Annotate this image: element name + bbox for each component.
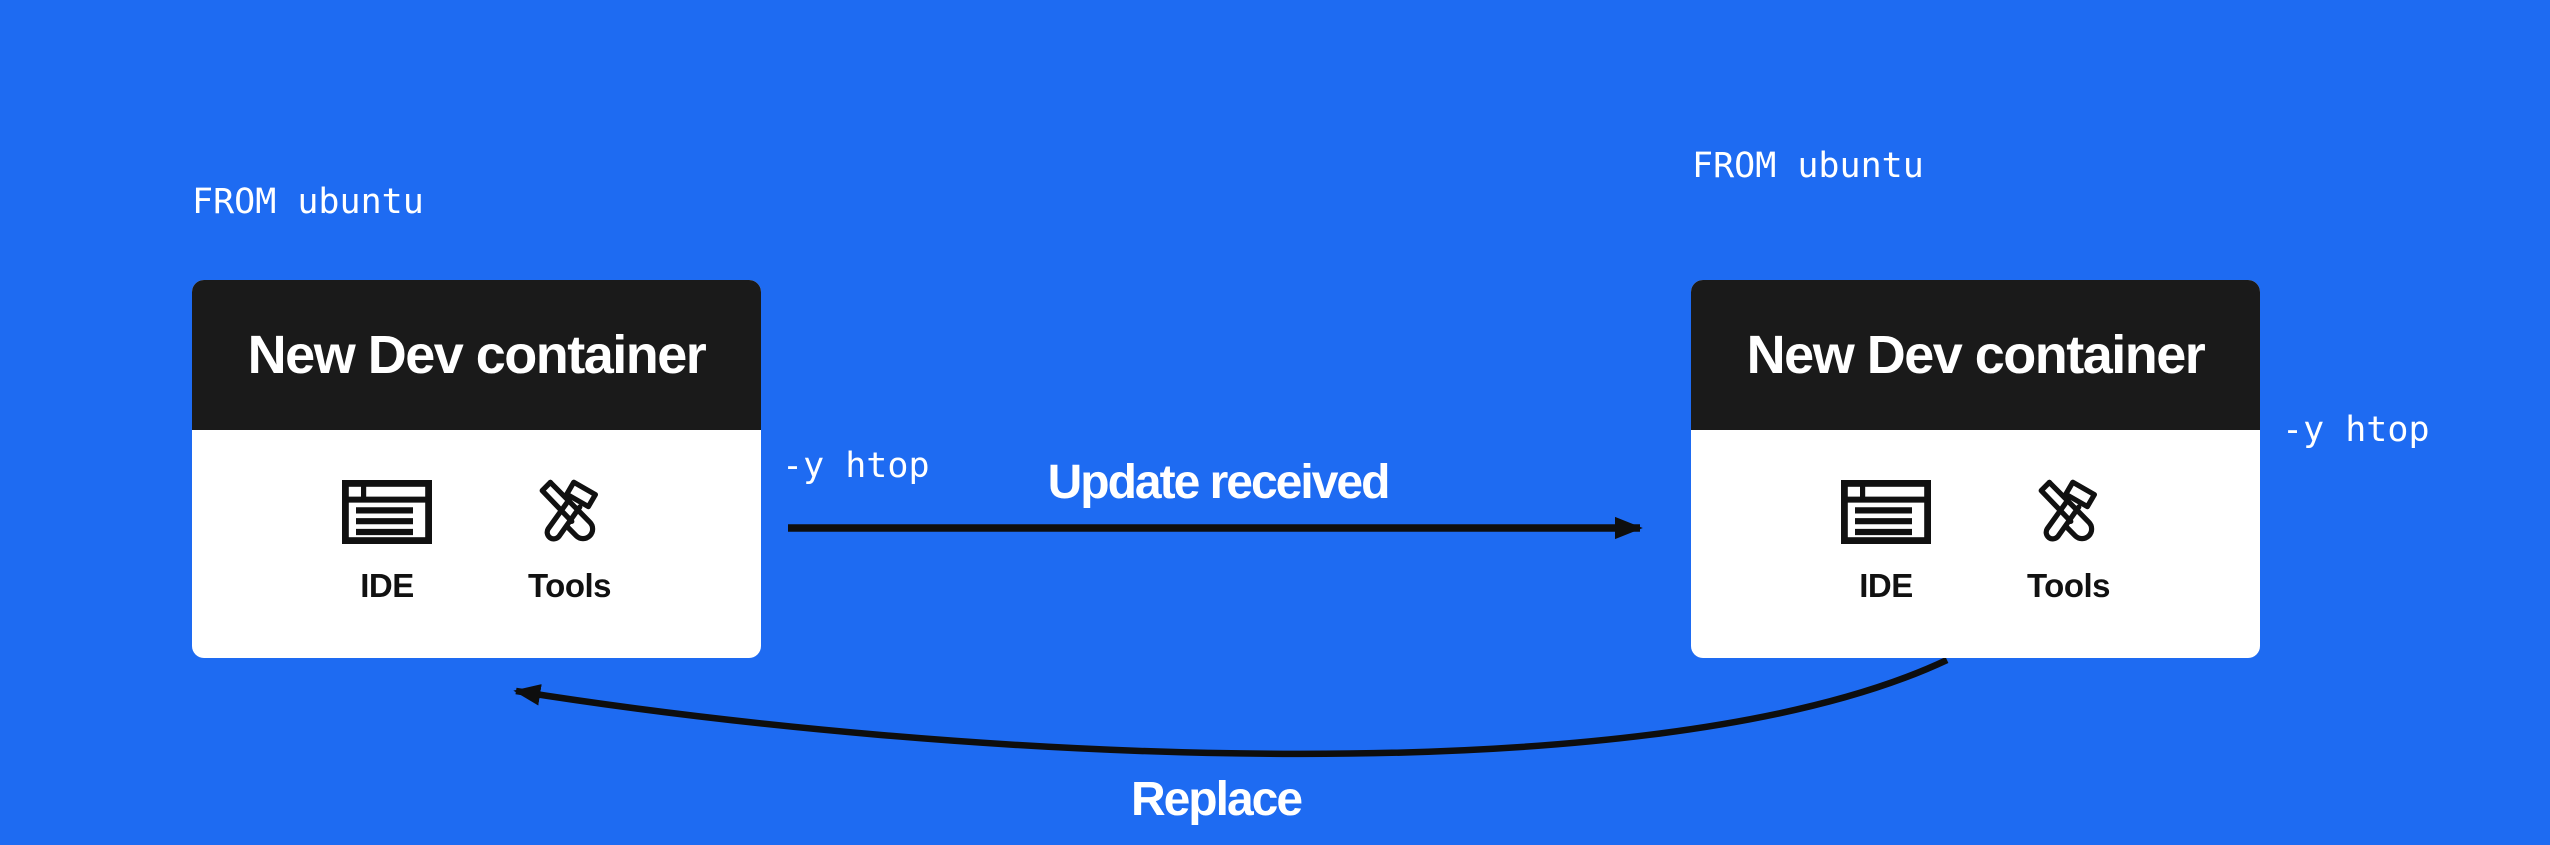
code-line: FROM ubuntu [192,182,424,222]
tools-label: Tools [2026,567,2111,604]
tools-icon [2032,473,2104,551]
tools-icon [533,473,605,551]
ide-item: IDE [1840,473,1931,605]
card-body: IDE Tools [1691,430,2260,658]
tools-label: Tools [527,567,612,604]
dev-container-card-left: New Dev container IDE [192,280,761,658]
tools-item: Tools [2026,473,2111,605]
ide-window-icon [341,473,432,551]
tools-item: Tools [527,473,612,605]
replace-arrow [513,657,1949,758]
ide-label: IDE [1859,567,1913,604]
update-received-label: Update received [1047,456,1391,509]
ide-label: IDE [360,567,414,604]
ide-window-icon [1840,473,1931,551]
dev-container-card-right: New Dev container IDE [1691,280,2260,658]
replace-label: Replace [1130,773,1303,826]
card-body: IDE Tools [192,430,761,658]
card-title: New Dev container [1691,280,2260,430]
code-line: FROM ubuntu [1692,146,1924,186]
card-title: New Dev container [192,280,761,430]
ide-item: IDE [341,473,432,605]
